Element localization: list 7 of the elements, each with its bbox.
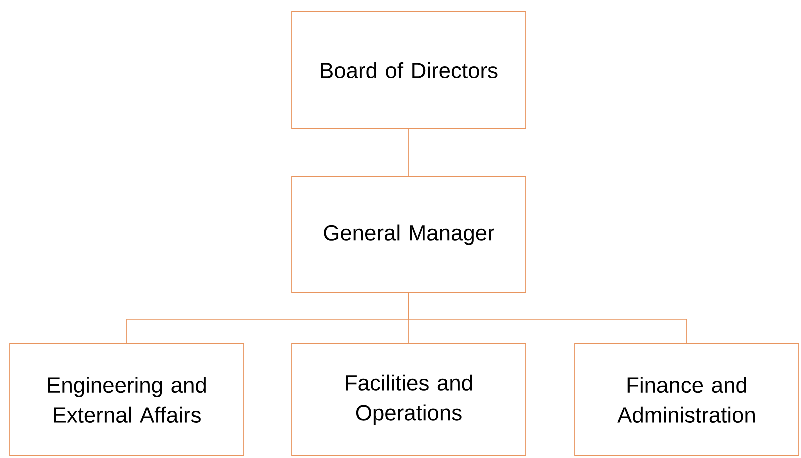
- org-box: General Manager: [292, 176, 526, 294]
- org-box: Board of Directors: [292, 12, 526, 130]
- org-box: Facilities and Operations: [292, 344, 526, 456]
- org-box: Finance and Administration: [574, 344, 800, 456]
- connector-line: [408, 129, 410, 177]
- connector-line: [408, 293, 688, 344]
- org-box: Engineering and External Affairs: [10, 344, 244, 456]
